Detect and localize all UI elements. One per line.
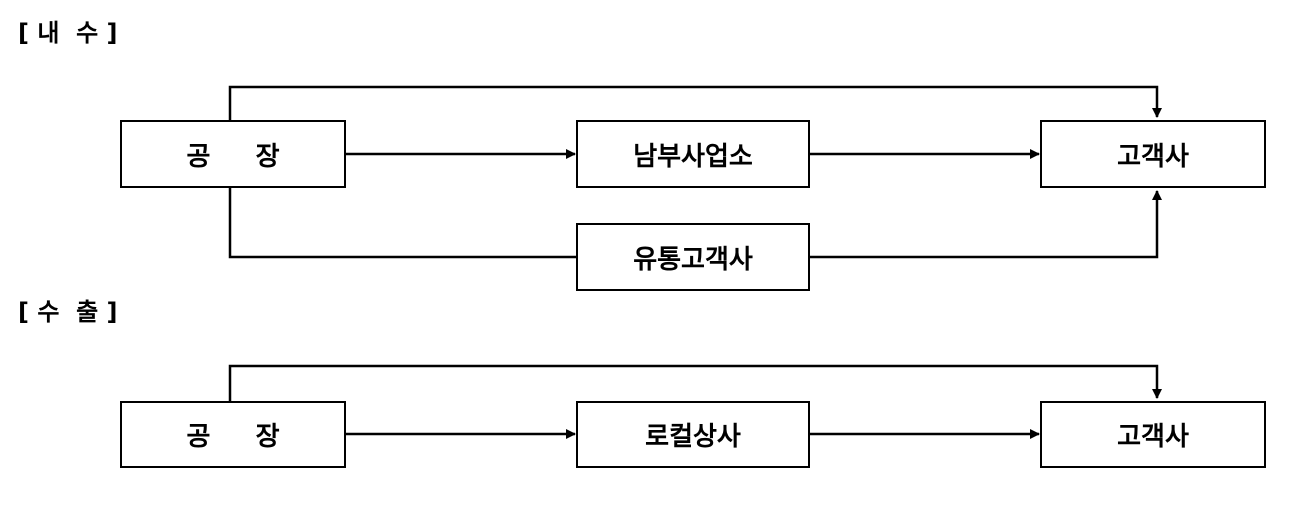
node-domestic-factory-label: 공 장 (186, 141, 280, 172)
node-south-office: 남부사업소 (576, 120, 810, 188)
connector-distributor-to-customer (808, 190, 1162, 259)
node-export-factory-label: 공 장 (186, 422, 280, 452)
node-distributor: 유통고객사 (576, 223, 810, 291)
node-export-customer: 고객사 (1040, 401, 1266, 468)
section-title-export: [ 수 출 ] (18, 298, 118, 326)
node-export-factory: 공 장 (120, 401, 346, 468)
node-export-customer-label: 고객사 (1117, 422, 1189, 452)
connector-export-factory-to-customer-direct (228, 364, 1162, 401)
connector-factory-to-distributor (228, 188, 578, 259)
section-title-domestic: [ 내 수 ] (18, 19, 118, 47)
node-domestic-factory: 공 장 (120, 120, 346, 188)
node-domestic-customer: 고객사 (1040, 120, 1266, 188)
node-domestic-customer-label: 고객사 (1117, 141, 1189, 172)
node-south-office-label: 남부사업소 (633, 141, 753, 172)
node-local-trader-label: 로컬상사 (645, 422, 741, 452)
connector-factory-to-customer-direct (228, 85, 1162, 120)
node-distributor-label: 유통고객사 (633, 244, 753, 275)
node-local-trader: 로컬상사 (576, 401, 810, 468)
